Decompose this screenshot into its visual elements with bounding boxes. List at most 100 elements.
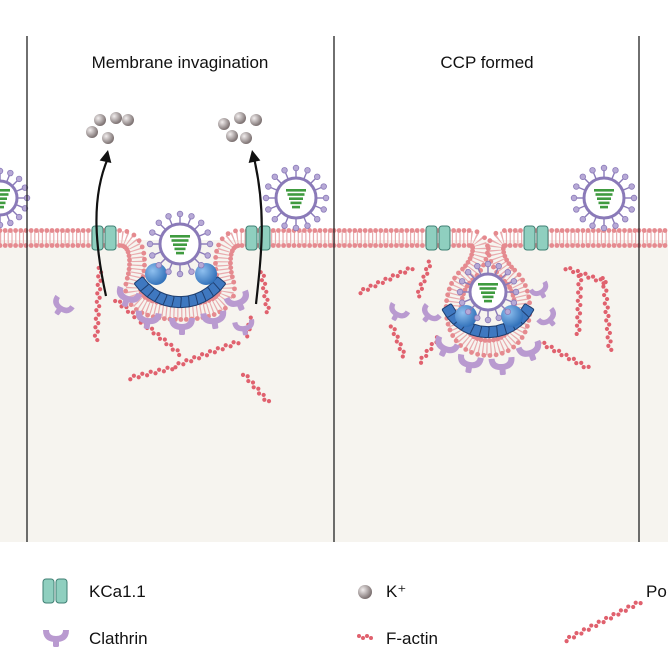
actin-monomer bbox=[177, 352, 182, 358]
virus-spike-head bbox=[320, 206, 327, 213]
lipid-head bbox=[0, 228, 3, 233]
virus-core-stripe bbox=[287, 193, 305, 196]
lipid-head bbox=[286, 243, 292, 248]
actin-monomer bbox=[429, 346, 434, 352]
actin-monomer bbox=[594, 623, 599, 629]
lipid-head bbox=[141, 250, 147, 256]
actin-monomer bbox=[576, 290, 581, 295]
virus-spike-head bbox=[628, 206, 635, 213]
lipid-head bbox=[80, 228, 86, 233]
clathrin-arc bbox=[223, 289, 250, 307]
actin-monomer bbox=[567, 634, 572, 640]
lipid-head bbox=[520, 277, 526, 283]
actin-monomer bbox=[369, 636, 373, 640]
lipid-head bbox=[39, 243, 44, 248]
lipid-head bbox=[317, 228, 323, 233]
legend-label-kca: KCa1.1 bbox=[89, 582, 146, 601]
lipid-head bbox=[307, 243, 313, 248]
actin-monomer bbox=[611, 612, 616, 617]
actin-monomer bbox=[426, 259, 431, 264]
lipid-head bbox=[352, 228, 358, 233]
virus-spike-head bbox=[600, 164, 608, 172]
lipid-head bbox=[124, 229, 130, 234]
lipid-head bbox=[495, 336, 500, 342]
actin-monomer bbox=[261, 286, 266, 291]
lipid-head bbox=[469, 252, 475, 258]
actin-monomer bbox=[564, 352, 569, 357]
lipid-head bbox=[420, 228, 425, 233]
lipid-head bbox=[611, 243, 617, 248]
actin-monomer bbox=[626, 604, 631, 609]
lipid-head bbox=[616, 228, 622, 233]
lipid-head bbox=[139, 244, 145, 250]
lipid-head bbox=[564, 228, 570, 233]
virus-spike-head bbox=[292, 224, 300, 232]
lipid-head bbox=[487, 353, 493, 358]
actin-monomer bbox=[97, 295, 102, 300]
actin-monomer bbox=[357, 634, 361, 638]
clathrin-arc bbox=[232, 319, 255, 332]
actin-monomer bbox=[392, 327, 397, 332]
lipid-head bbox=[481, 352, 487, 358]
lipid-head bbox=[296, 243, 302, 248]
lipid-head bbox=[509, 264, 514, 270]
virus-core-stripe bbox=[595, 193, 613, 196]
actin-monomer bbox=[136, 375, 141, 380]
k-ion-layer bbox=[86, 112, 262, 144]
actin-monomer bbox=[132, 315, 137, 320]
lipid-head bbox=[462, 287, 468, 293]
virus-core-stripe bbox=[484, 299, 492, 303]
actin-monomer bbox=[575, 306, 580, 312]
actin-monomer bbox=[607, 330, 612, 336]
arrow-head bbox=[248, 150, 261, 163]
lipid-head bbox=[515, 340, 521, 346]
lipid-head bbox=[486, 252, 492, 258]
virus-spike-head bbox=[589, 167, 596, 174]
lipid-head bbox=[127, 257, 132, 263]
efflux-arrow-layer bbox=[95, 150, 263, 305]
virus-spike-head bbox=[579, 216, 586, 223]
lipid-head bbox=[231, 279, 237, 285]
virus-core-stripe bbox=[597, 197, 611, 200]
lipid-head bbox=[499, 350, 505, 356]
actin-monomer bbox=[165, 365, 170, 370]
lipid-head bbox=[466, 228, 472, 233]
actin-monomer bbox=[417, 294, 422, 299]
actin-monomer bbox=[365, 634, 369, 638]
actin-monomer bbox=[544, 345, 549, 350]
lipid-head bbox=[49, 228, 55, 233]
lipid-head bbox=[491, 264, 496, 270]
lipid-head bbox=[8, 243, 13, 248]
lipid-head bbox=[487, 238, 493, 244]
actin-monomer bbox=[240, 372, 246, 377]
actin-monomer bbox=[94, 299, 99, 304]
lipid-head bbox=[34, 243, 39, 248]
lipid-head bbox=[291, 243, 297, 248]
actin-monomer bbox=[212, 350, 217, 355]
actin-monomer bbox=[149, 326, 155, 331]
actin-monomer bbox=[577, 319, 582, 324]
f-actin-filament bbox=[537, 340, 591, 370]
lipid-head bbox=[451, 228, 456, 233]
lipid-head bbox=[86, 243, 91, 248]
actin-monomer bbox=[603, 309, 608, 315]
lipid-head bbox=[281, 243, 287, 248]
adaptor-protein bbox=[455, 305, 477, 327]
actin-monomer bbox=[199, 352, 205, 357]
actin-monomer bbox=[256, 391, 262, 396]
actin-monomer bbox=[365, 287, 371, 292]
k-ion-cluster-right bbox=[234, 112, 246, 124]
lipid-head bbox=[54, 243, 60, 248]
actin-monomer bbox=[250, 380, 256, 385]
actin-monomer bbox=[98, 287, 103, 292]
lipid-head bbox=[117, 228, 123, 233]
virus-spike-head bbox=[198, 219, 205, 226]
actin-monomer bbox=[418, 282, 423, 287]
actin-monomer bbox=[398, 269, 403, 275]
actin-monomer bbox=[248, 315, 253, 320]
lipid-head bbox=[554, 243, 560, 248]
actin-monomer bbox=[604, 296, 610, 302]
lipid-head bbox=[18, 228, 24, 233]
lipid-head bbox=[322, 228, 328, 233]
lipid-head bbox=[328, 243, 333, 248]
